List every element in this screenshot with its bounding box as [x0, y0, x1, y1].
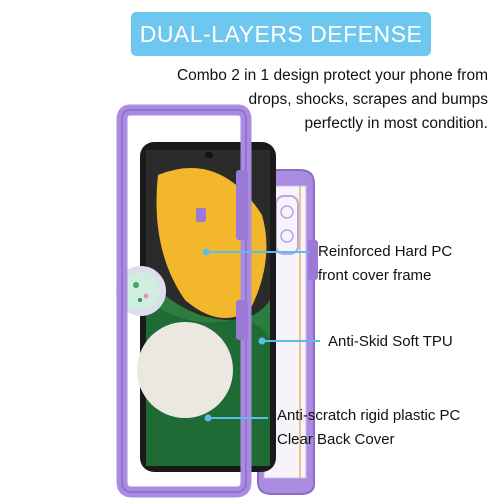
description-line: perfectly in most condition.: [304, 115, 488, 132]
headline-text: DUAL-LAYERS DEFENSE: [139, 20, 423, 47]
description-line: Combo 2 in 1 design protect your phone f…: [176, 67, 488, 84]
callout-line: Reinforced Hard PC: [318, 243, 453, 260]
callout-line: Anti-Skid Soft TPU: [328, 333, 453, 350]
callout-line: Clear Back Cover: [277, 431, 395, 448]
callout-line: front cover frame: [318, 267, 432, 284]
feature-description: Combo 2 in 1 design protect your phone f…: [148, 64, 488, 136]
phone: [116, 142, 276, 472]
front-frame: [116, 104, 252, 498]
callout-front-frame: Reinforced Hard PC front cover frame: [318, 240, 452, 288]
callout-tpu: Anti-Skid Soft TPU: [328, 330, 453, 354]
description-line: drops, shocks, scrapes and bumps: [248, 91, 488, 108]
headline-banner: DUAL-LAYERS DEFENSE: [131, 12, 431, 56]
callout-line: Anti-scratch rigid plastic PC: [277, 407, 461, 424]
callout-leaders: [202, 248, 320, 422]
callout-back-cover: Anti-scratch rigid plastic PC Clear Back…: [277, 404, 460, 452]
